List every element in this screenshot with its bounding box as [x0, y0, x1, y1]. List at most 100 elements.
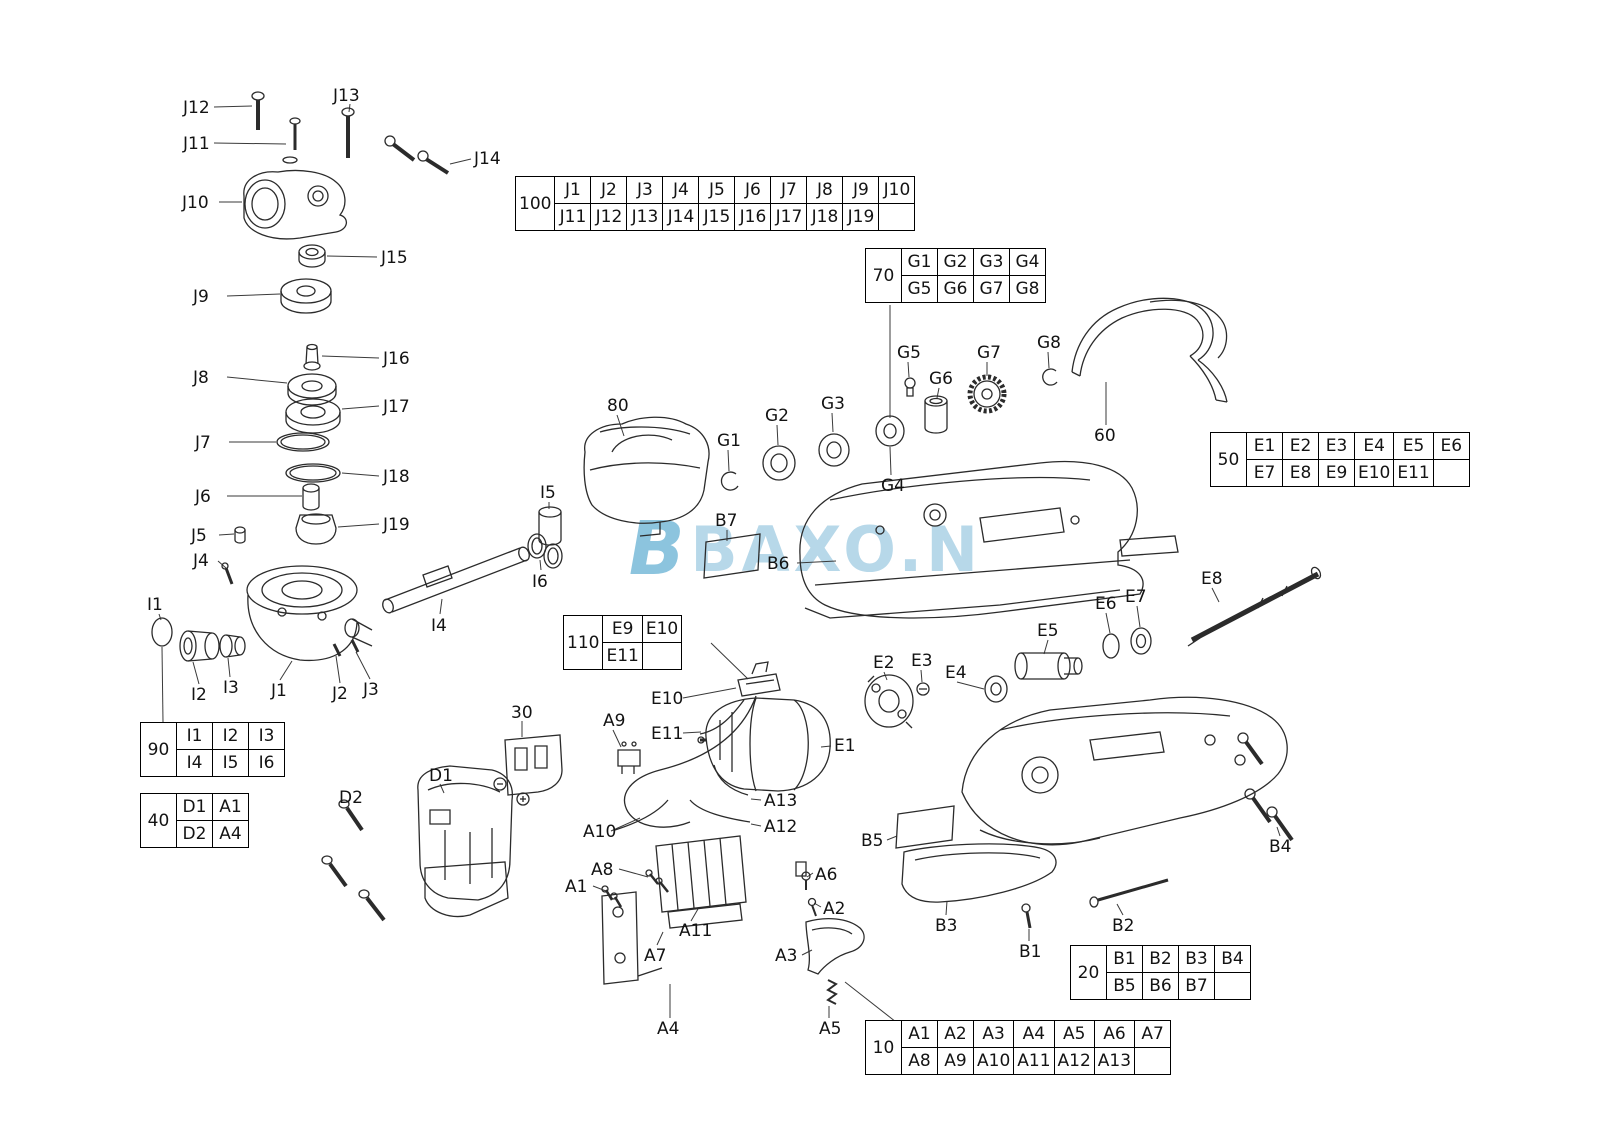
part-label-D1: D1	[429, 766, 453, 786]
table-id-cell-110: 110	[562, 615, 604, 670]
part-label-B2: B2	[1112, 916, 1135, 936]
table-cell-40-D2: D2	[176, 820, 213, 848]
part-label-E1: E1	[834, 736, 856, 756]
part-label-E4: E4	[945, 663, 967, 683]
part-label-J17: J17	[383, 397, 410, 417]
part-label-A5: A5	[819, 1019, 842, 1039]
table-id-cell-50: 50	[1210, 432, 1247, 487]
part-label-A8: A8	[591, 860, 614, 880]
table-cell-100-J18: J18	[806, 203, 844, 231]
part-label-A4: A4	[657, 1019, 680, 1039]
table-cell-20-B7: B7	[1178, 972, 1215, 1000]
part-label-G5: G5	[897, 343, 921, 363]
part-label-I4: I4	[431, 616, 447, 636]
part-label-A6: A6	[815, 865, 838, 885]
part-label-30: 30	[511, 703, 533, 723]
part-label-A1: A1	[565, 877, 588, 897]
part-label-J4: J4	[193, 551, 209, 571]
part-label-G8: G8	[1037, 333, 1061, 353]
part-label-J19: J19	[383, 515, 410, 535]
part-label-A13: A13	[764, 791, 798, 811]
main-housing-drawing	[799, 460, 1179, 619]
part-label-E6: E6	[1095, 594, 1117, 614]
table-cell-100-J2: J2	[590, 176, 628, 204]
table-cell-90-I1: I1	[176, 722, 213, 750]
part-label-J8: J8	[193, 368, 209, 388]
table-cell-110-E9: E9	[602, 615, 643, 643]
part-label-G1: G1	[717, 431, 741, 451]
table-cell-empty	[641, 642, 683, 670]
part-label-J2: J2	[332, 684, 348, 704]
part-label-E2: E2	[873, 653, 895, 673]
table-cell-50-E9: E9	[1318, 459, 1355, 487]
part-label-G2: G2	[765, 406, 789, 426]
table-cell-70-G8: G8	[1009, 275, 1046, 303]
part-label-J7: J7	[195, 433, 211, 453]
part-label-A9: A9	[603, 711, 626, 731]
part-label-E8: E8	[1201, 569, 1223, 589]
table-cell-100-J12: J12	[590, 203, 628, 231]
table-cell-20-B2: B2	[1142, 945, 1179, 973]
housing-b-series-drawing	[895, 696, 1294, 929]
table-cell-100-J9: J9	[842, 176, 880, 204]
part-label-G7: G7	[977, 343, 1001, 363]
table-cell-110-E10: E10	[641, 615, 683, 643]
table-cell-20-B3: B3	[1178, 945, 1215, 973]
table-cell-100-J6: J6	[734, 176, 772, 204]
table-cell-100-J10: J10	[878, 176, 916, 204]
table-cell-100-J8: J8	[806, 176, 844, 204]
table-cell-100-J13: J13	[626, 203, 664, 231]
table-cell-10-A1: A1	[901, 1020, 938, 1048]
part-label-E11: E11	[651, 724, 684, 744]
table-cell-100-J11: J11	[554, 203, 592, 231]
table-cell-empty	[878, 203, 916, 231]
table-cell-50-E6: E6	[1432, 432, 1470, 460]
table-cell-70-G6: G6	[937, 275, 974, 303]
table-cell-10-A3: A3	[972, 1020, 1015, 1048]
table-cell-10-A13: A13	[1093, 1047, 1136, 1075]
part-label-B1: B1	[1019, 942, 1042, 962]
table-cell-70-G2: G2	[937, 248, 974, 276]
part-label-B6: B6	[767, 554, 790, 574]
part-label-J13: J13	[333, 86, 360, 106]
part-label-D2: D2	[339, 788, 363, 808]
table-cell-110-E11: E11	[602, 642, 643, 670]
table-cell-70-G1: G1	[901, 248, 938, 276]
table-cell-70-G3: G3	[973, 248, 1010, 276]
electronics-a-series-drawing	[493, 734, 865, 1005]
gear-g-series-drawing	[583, 368, 1058, 579]
part-label-E3: E3	[911, 651, 933, 671]
part-label-J10: J10	[182, 193, 209, 213]
table-cell-100-J16: J16	[734, 203, 772, 231]
part-label-G6: G6	[929, 369, 953, 389]
part-label-J16: J16	[383, 349, 410, 369]
part-label-A3: A3	[775, 946, 798, 966]
table-cell-100-J17: J17	[770, 203, 808, 231]
table-cell-20-B1: B1	[1106, 945, 1143, 973]
table-cell-50-E4: E4	[1353, 432, 1395, 460]
table-cell-50-E5: E5	[1393, 432, 1434, 460]
table-cell-50-E8: E8	[1282, 459, 1319, 487]
table-cell-50-E2: E2	[1282, 432, 1319, 460]
table-cell-100-J3: J3	[626, 176, 664, 204]
table-cell-70-G5: G5	[901, 275, 938, 303]
part-label-E7: E7	[1125, 587, 1147, 607]
table-cell-10-A4: A4	[1013, 1020, 1055, 1048]
table-id-cell-100: 100	[514, 176, 556, 231]
part-label-J18: J18	[383, 467, 410, 487]
table-id-cell-10: 10	[865, 1020, 902, 1075]
part-label-J9: J9	[193, 287, 209, 307]
part-label-A11: A11	[679, 921, 713, 941]
table-id-cell-70: 70	[865, 248, 902, 303]
table-id-cell-20: 20	[1070, 945, 1107, 1000]
table-cell-50-E3: E3	[1318, 432, 1355, 460]
table-cell-20-B4: B4	[1214, 945, 1251, 973]
table-cell-100-J19: J19	[842, 203, 880, 231]
part-label-I1: I1	[147, 595, 163, 615]
